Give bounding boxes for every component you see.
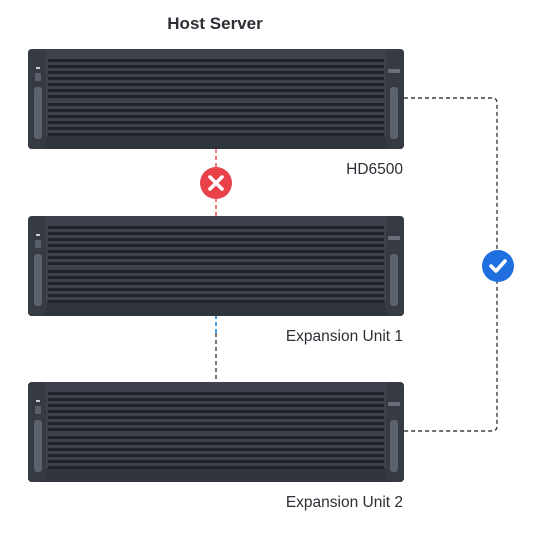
vent-slat bbox=[48, 436, 384, 439]
vent-slat bbox=[48, 127, 384, 130]
server-chassis-base bbox=[28, 468, 404, 482]
vent-slat bbox=[48, 226, 384, 229]
left-handle bbox=[34, 254, 42, 306]
vent-slat bbox=[48, 77, 384, 80]
vent-slat bbox=[48, 256, 384, 259]
vent-slat bbox=[48, 422, 384, 425]
vent-slat bbox=[48, 398, 384, 401]
vent-slat bbox=[48, 109, 384, 112]
right-tab bbox=[388, 69, 400, 73]
right-handle bbox=[390, 87, 398, 139]
vent-slat bbox=[48, 404, 384, 407]
vent-slat bbox=[48, 232, 384, 235]
server-chassis-base bbox=[28, 135, 404, 149]
vent-slat bbox=[48, 416, 384, 419]
power-button bbox=[35, 240, 41, 248]
vent-slat bbox=[48, 442, 384, 445]
power-button bbox=[35, 406, 41, 414]
vent-slat bbox=[48, 276, 384, 279]
vent-slat bbox=[48, 466, 384, 469]
vent-slat bbox=[48, 89, 384, 92]
power-button bbox=[35, 73, 41, 81]
led-indicator bbox=[36, 400, 40, 402]
right-handle bbox=[390, 254, 398, 306]
vent-slat bbox=[48, 262, 384, 265]
vent-slat bbox=[48, 392, 384, 395]
vent-slat bbox=[48, 428, 384, 431]
vent-slat bbox=[48, 83, 384, 86]
server-unit-hd6500 bbox=[28, 49, 404, 149]
led-indicator bbox=[36, 234, 40, 236]
vent-slat bbox=[48, 71, 384, 74]
expansion-unit-2-label: Expansion Unit 2 bbox=[285, 494, 403, 511]
vent-slat bbox=[48, 103, 384, 106]
left-handle bbox=[34, 87, 42, 139]
vent-slat bbox=[48, 460, 384, 463]
right-tab bbox=[388, 236, 400, 240]
vent-slat bbox=[48, 244, 384, 247]
vent-slat bbox=[48, 95, 384, 98]
vent-slat bbox=[48, 410, 384, 413]
vent-slat bbox=[48, 115, 384, 118]
vent-slat bbox=[48, 454, 384, 457]
vent-slat bbox=[48, 250, 384, 253]
vent-slat bbox=[48, 270, 384, 273]
vent-slat bbox=[48, 65, 384, 68]
server-unit-expansion-1 bbox=[28, 216, 404, 316]
check-circle-icon bbox=[482, 250, 514, 282]
vent-slat bbox=[48, 121, 384, 124]
server-unit-expansion-2 bbox=[28, 382, 404, 482]
vent-slat bbox=[48, 238, 384, 241]
host-server-title: Host Server bbox=[167, 14, 263, 33]
led-indicator bbox=[36, 67, 40, 69]
right-handle bbox=[390, 420, 398, 472]
right-tab bbox=[388, 402, 400, 406]
vent-slat bbox=[48, 282, 384, 285]
expansion-unit-1-label: Expansion Unit 1 bbox=[285, 328, 403, 345]
vent-slat bbox=[48, 59, 384, 62]
vent-slat bbox=[48, 448, 384, 451]
server-chassis-base bbox=[28, 302, 404, 316]
vent-slat bbox=[48, 300, 384, 303]
hd6500-label: HD6500 bbox=[346, 161, 403, 178]
x-circle-icon bbox=[200, 167, 232, 199]
vent-slat bbox=[48, 133, 384, 136]
left-handle bbox=[34, 420, 42, 472]
vent-slat bbox=[48, 294, 384, 297]
vent-slat bbox=[48, 288, 384, 291]
